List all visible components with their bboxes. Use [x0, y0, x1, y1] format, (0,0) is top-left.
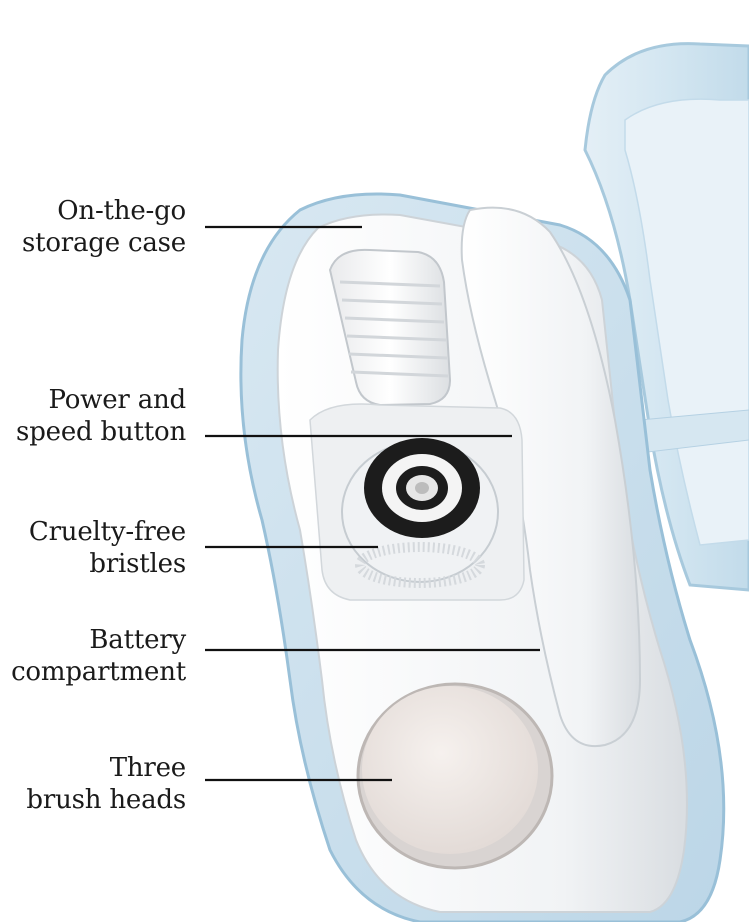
label-power-speed-button: Power and speed button: [0, 384, 186, 448]
label-line: speed button: [16, 417, 186, 447]
active-brush-head: [341, 438, 499, 588]
label-storage-case: On-the-go storage case: [0, 195, 186, 259]
label-bristles: Cruelty-free bristles: [0, 516, 186, 580]
label-line: bristles: [89, 549, 186, 579]
label-line: compartment: [11, 657, 186, 687]
label-line: Cruelty-free: [28, 517, 186, 547]
label-line: brush heads: [26, 785, 186, 815]
leader-lines: [205, 225, 540, 782]
label-line: Three: [109, 753, 186, 783]
label-line: Battery: [89, 625, 186, 655]
label-line: Power and: [48, 385, 186, 415]
brush-pad-lower: [356, 682, 554, 870]
label-line: On-the-go: [57, 196, 186, 226]
label-battery-compartment: Battery compartment: [0, 624, 186, 688]
stored-brush-head-top: [328, 248, 452, 407]
label-brush-heads: Three brush heads: [0, 752, 186, 816]
label-line: storage case: [21, 228, 186, 258]
brush-handle: [460, 206, 642, 748]
